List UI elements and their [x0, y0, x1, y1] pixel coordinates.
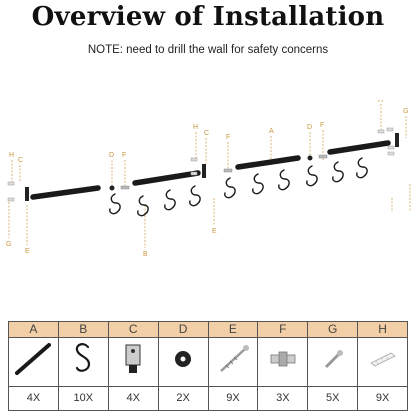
connector-bolt-icon	[257, 336, 309, 387]
page-title: Overview of Installation	[31, 2, 385, 32]
wall-anchor-icon	[357, 336, 408, 387]
screw-icon	[207, 336, 259, 387]
callout-label: G	[403, 108, 408, 115]
callout-label: E	[25, 248, 30, 255]
part-quantity: 4X	[8, 385, 59, 412]
part-letter: B	[57, 321, 109, 338]
callout-label: E	[212, 228, 217, 235]
s-hook-icon	[57, 336, 109, 387]
callout-label: D	[307, 124, 312, 131]
part-letter: E	[207, 321, 259, 338]
part-quantity: 3X	[257, 385, 309, 412]
callout-label: G	[6, 241, 11, 248]
part-quantity: 9X	[207, 385, 259, 412]
part-letter: G	[307, 321, 359, 338]
callout-label: D	[109, 152, 114, 159]
part-quantity: 5X	[307, 385, 359, 412]
callout-label: A	[269, 128, 274, 135]
part-quantity: 2X	[157, 385, 209, 412]
callout-label: H	[193, 124, 198, 131]
part-quantity: 9X	[357, 385, 408, 412]
callout-label: H	[378, 100, 383, 104]
safety-note: NOTE: need to drill the wall for safety …	[87, 44, 329, 56]
part-letter: H	[357, 321, 408, 338]
bracket-icon	[107, 336, 159, 387]
parts-table: A B C D E F G H 4X	[8, 321, 408, 412]
part-quantity: 10X	[57, 385, 109, 412]
washer-icon	[157, 336, 209, 387]
part-letter: D	[157, 321, 209, 338]
callout-label: F	[226, 134, 230, 141]
callout-label: C	[18, 157, 23, 164]
callout-label: F	[122, 152, 126, 159]
callout-label: F	[320, 122, 324, 129]
part-quantity: 4X	[107, 385, 159, 412]
callout-label: H	[9, 152, 14, 159]
callout-label: B	[143, 251, 148, 258]
installation-diagram: H C G E D F B H C E F A D F H G	[6, 100, 411, 258]
set-screw-icon	[307, 336, 359, 387]
part-letter: A	[8, 321, 59, 338]
part-letter: C	[107, 321, 159, 338]
callout-label: C	[204, 130, 209, 137]
part-letter: F	[257, 321, 309, 338]
rail-icon	[8, 336, 59, 387]
